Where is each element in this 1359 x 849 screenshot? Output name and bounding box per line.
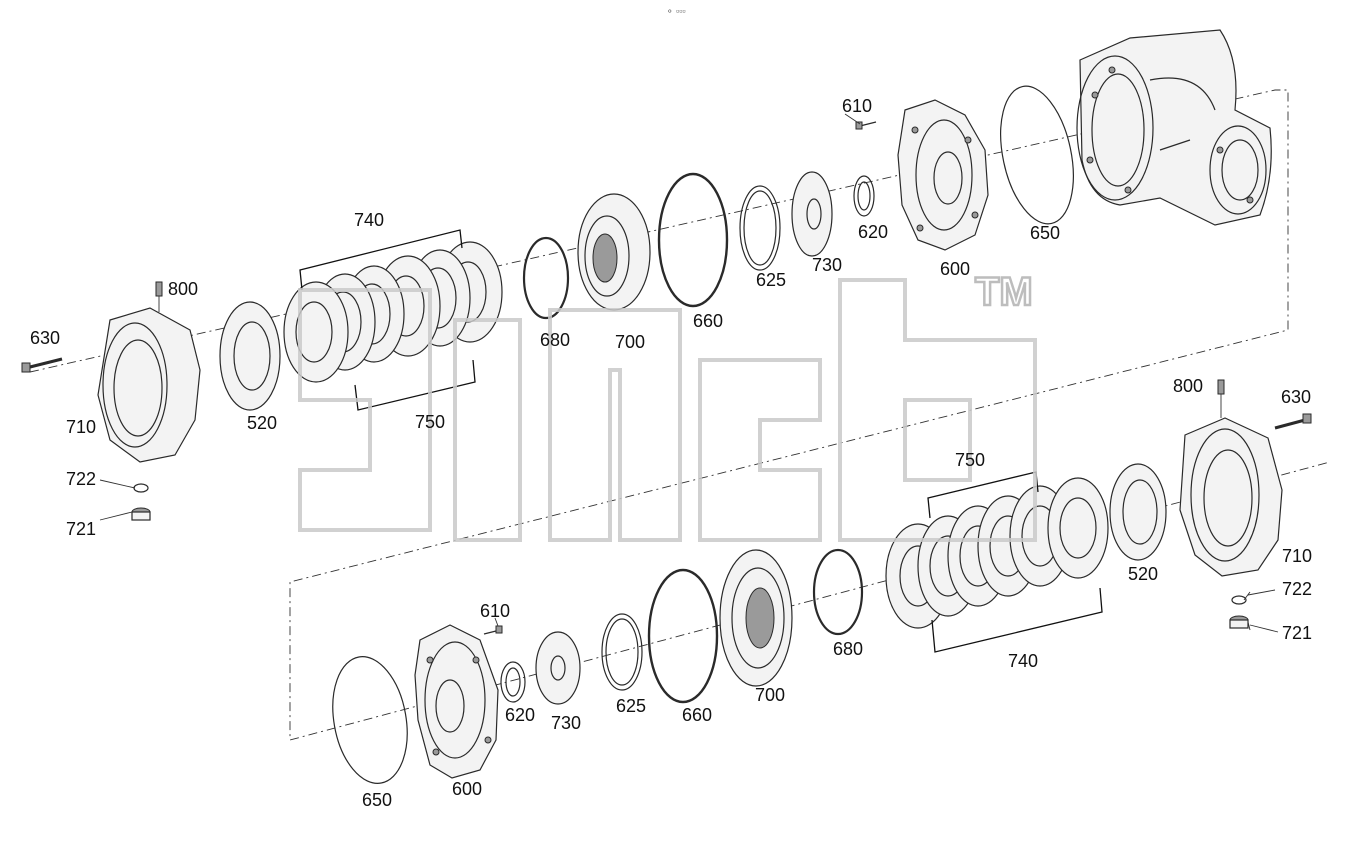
callout-800-lower: 800: [1173, 376, 1203, 396]
callout-730-lower: 730: [551, 713, 581, 733]
o-ring-660: [657, 172, 729, 308]
callout-650: 650: [1030, 223, 1060, 243]
bracket-750-upper: [354, 359, 476, 411]
bolt-630: [21, 357, 63, 373]
callout-520: 520: [247, 413, 277, 433]
callout-630: 630: [30, 328, 60, 348]
callout-721-lower: 721: [1282, 623, 1312, 643]
callout-600: 600: [940, 259, 970, 279]
callout-722: 722: [66, 469, 96, 489]
bleeder-800-lower: [1217, 379, 1225, 418]
bleeder-800: [155, 281, 163, 312]
watermark: ТМ: [298, 269, 1037, 542]
lower-assembly: [332, 379, 1312, 784]
piston-700: [577, 193, 651, 311]
screw-610: [855, 121, 877, 130]
callout-730: 730: [812, 255, 842, 275]
o-ring-680-lower: [812, 548, 864, 636]
callout-722-lower: 722: [1282, 579, 1312, 599]
leader-lines: [99, 113, 1279, 633]
thrust-plate-520: [219, 301, 281, 411]
disc-stack-lower: [885, 477, 1109, 629]
callout-680: 680: [540, 330, 570, 350]
assembly-axis: [29, 89, 1331, 741]
callout-700-lower: 700: [755, 685, 785, 705]
hub-carrier-600: [897, 99, 989, 251]
callout-610: 610: [842, 96, 872, 116]
callout-740: 740: [354, 210, 384, 230]
plug-721: [131, 507, 151, 521]
washer-730: [791, 171, 833, 257]
callouts-lower: 800 630 710 722 721 520 750 740 680 700 …: [362, 376, 1312, 810]
callout-680-lower: 680: [833, 639, 863, 659]
bracket-740-lower: [931, 587, 1103, 653]
brake-housing-710: [97, 307, 201, 463]
callout-710: 710: [66, 417, 96, 437]
callout-620: 620: [858, 222, 888, 242]
callout-660: 660: [693, 311, 723, 331]
brake-housing-710-lower: [1179, 417, 1283, 577]
callout-630-lower: 630: [1281, 387, 1311, 407]
thrust-plate-520-lower: [1109, 463, 1167, 561]
ring-722: [133, 483, 149, 493]
o-ring-680: [522, 236, 570, 320]
callout-520-lower: 520: [1128, 564, 1158, 584]
callout-721: 721: [66, 519, 96, 539]
bracket-740-upper: [299, 229, 463, 291]
shim-625-lower: [601, 613, 643, 691]
callout-620-lower: 620: [505, 705, 535, 725]
callout-710-lower: 710: [1282, 546, 1312, 566]
callout-625-lower: 625: [616, 696, 646, 716]
callout-740-lower: 740: [1008, 651, 1038, 671]
gearbox-housing: [1076, 29, 1272, 226]
callout-600-lower: 600: [452, 779, 482, 799]
callout-750: 750: [415, 412, 445, 432]
plug-721-lower: [1229, 615, 1249, 629]
callout-700: 700: [615, 332, 645, 352]
hub-carrier-600-lower: [414, 624, 499, 779]
ring-620: [853, 175, 875, 217]
ring-722-lower: [1231, 595, 1247, 605]
o-ring-660-lower: [647, 568, 719, 704]
callout-650-lower: 650: [362, 790, 392, 810]
washer-730-lower: [535, 631, 581, 705]
piston-700-lower: [719, 549, 793, 687]
callouts-upper: 610 800 630 710 722 721 520 740 750 680 …: [30, 96, 1060, 539]
callout-625: 625: [756, 270, 786, 290]
bolt-630-lower: [1274, 413, 1312, 430]
upper-assembly: [21, 29, 1272, 521]
callout-610-lower: 610: [480, 601, 510, 621]
shim-625: [739, 185, 781, 271]
callout-800: 800: [168, 279, 198, 299]
o-ring-650: [1000, 85, 1074, 225]
callout-750-lower: 750: [955, 450, 985, 470]
ring-620-lower: [500, 661, 526, 703]
top-mark: ⚬ ▫▫▫: [666, 6, 686, 16]
callout-660-lower: 660: [682, 705, 712, 725]
disc-stack-upper: [283, 241, 503, 383]
watermark-tm: ТМ: [975, 270, 1033, 314]
screw-610-lower: [483, 625, 503, 635]
o-ring-650-lower: [332, 656, 408, 784]
